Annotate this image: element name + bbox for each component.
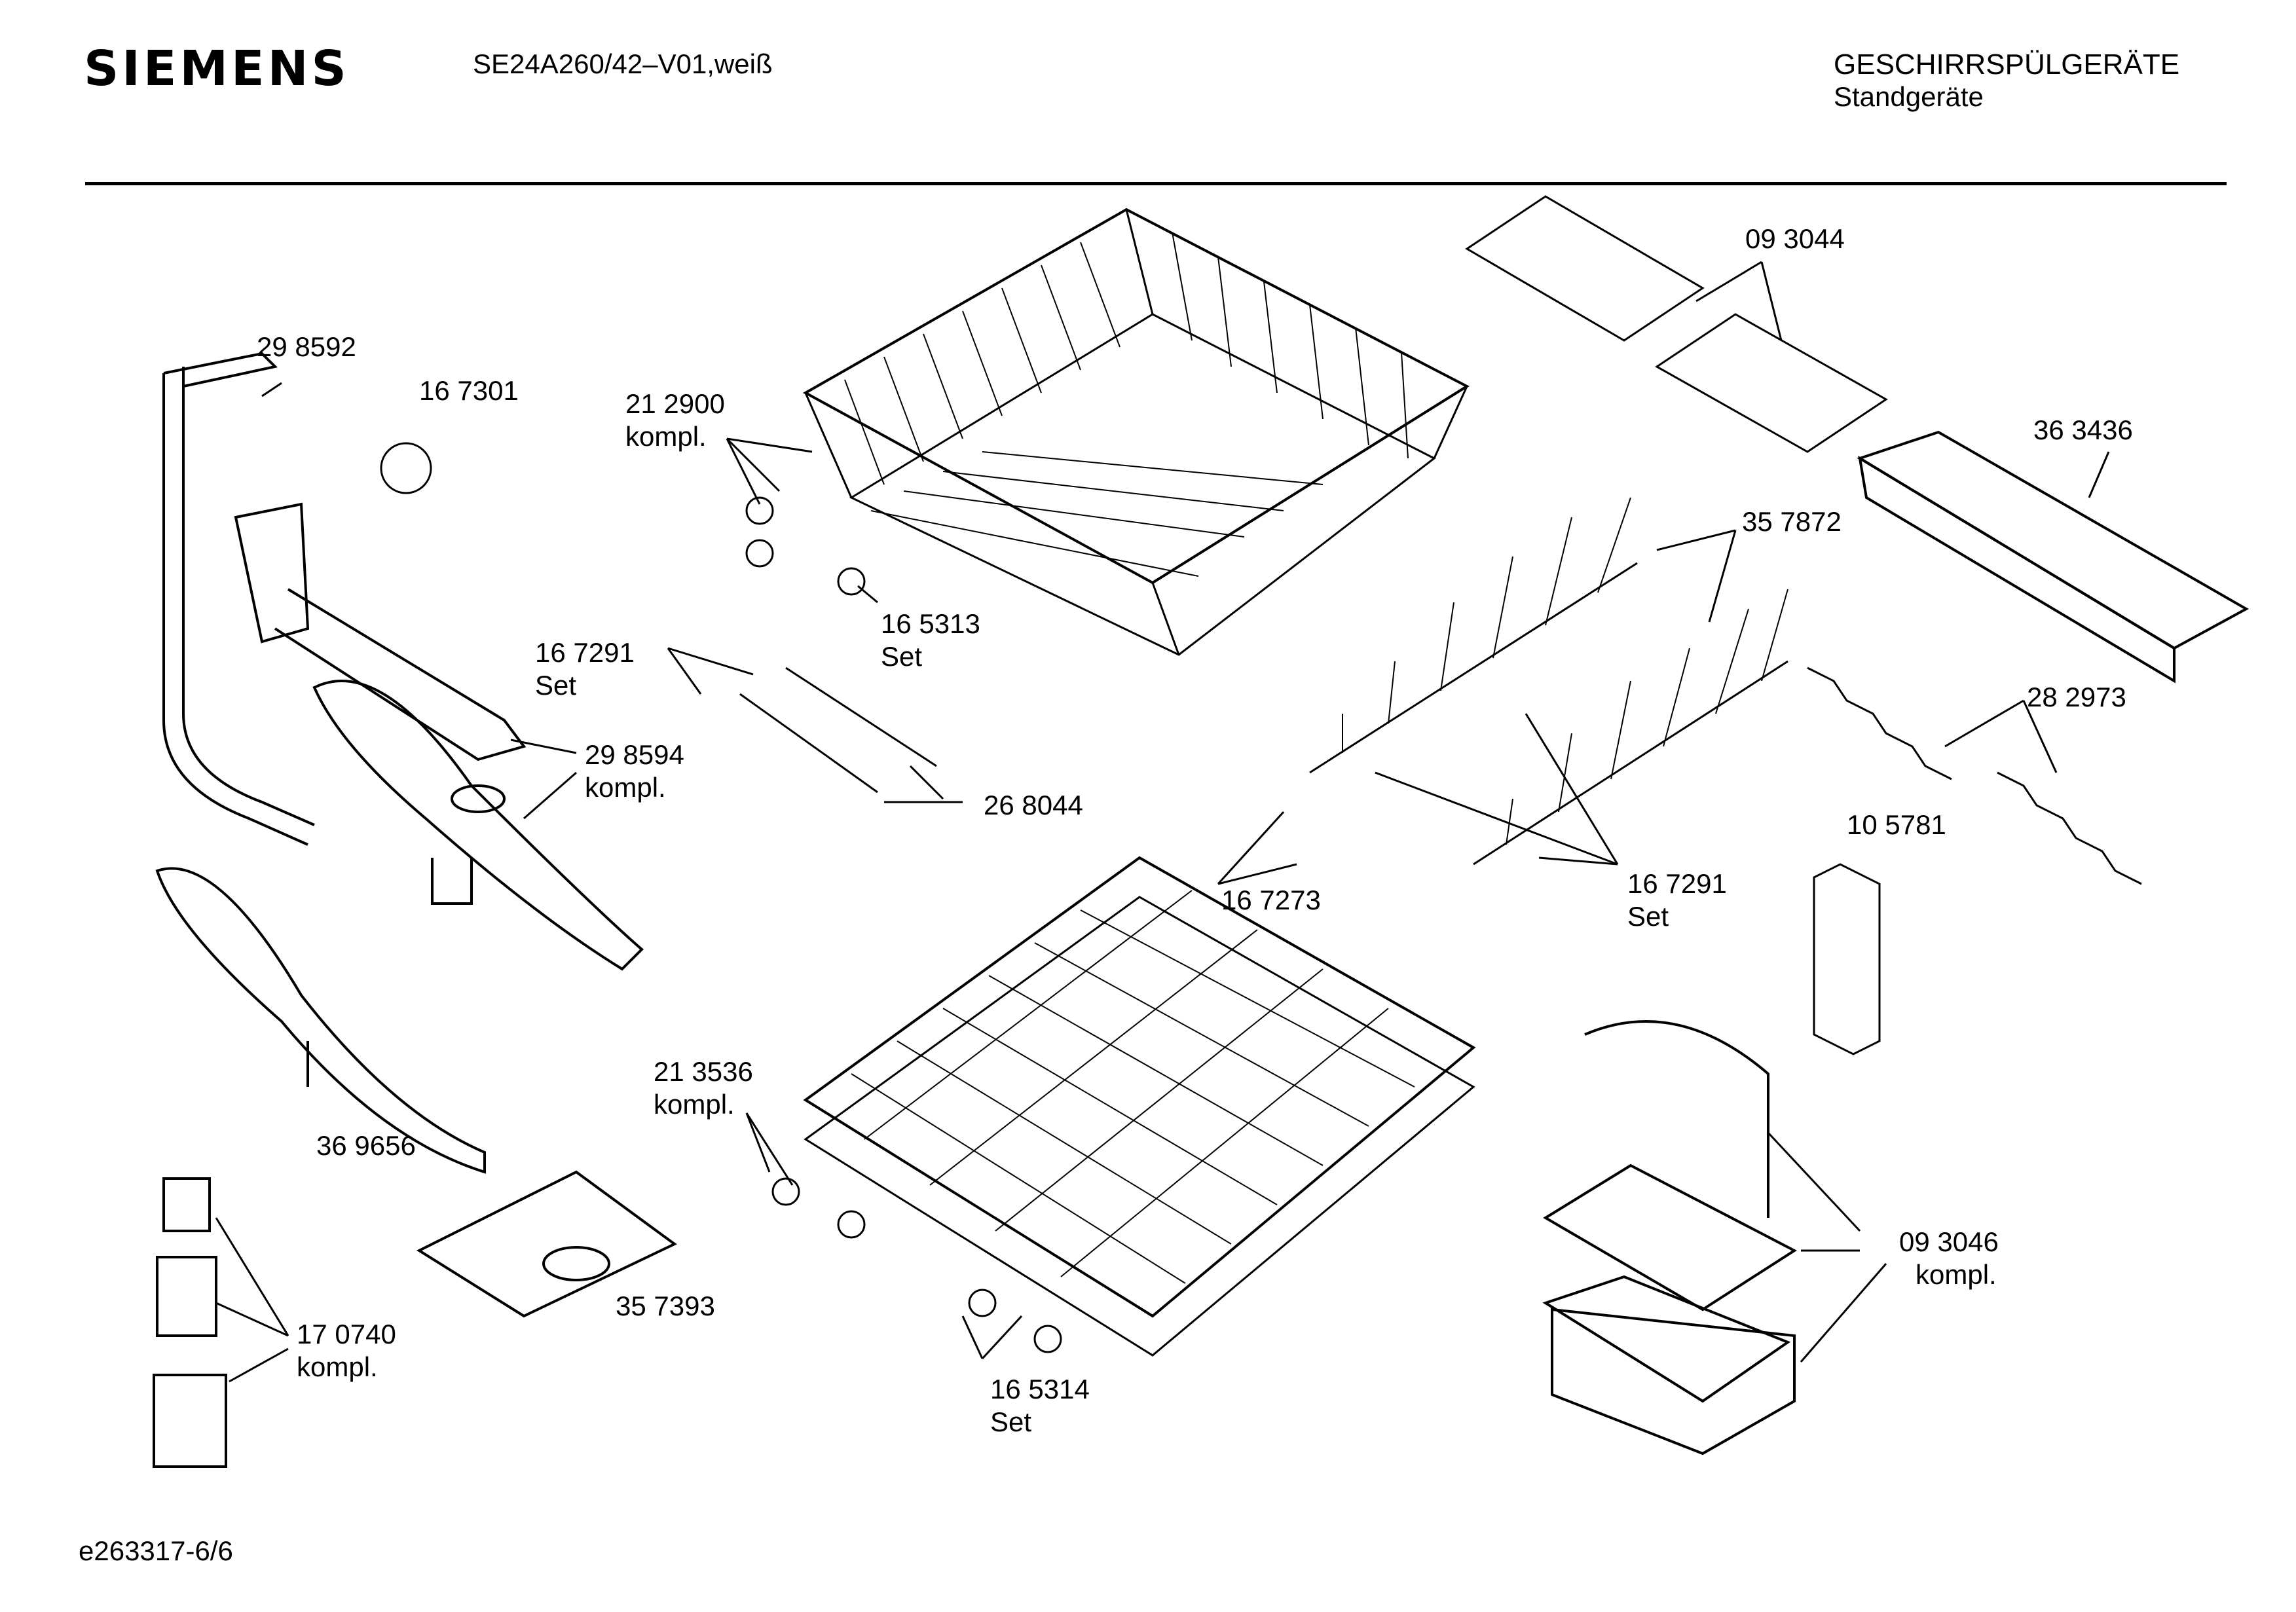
part-label-282973: 28 2973 <box>2027 682 2126 712</box>
drawing-code: e263317-6/6 <box>79 1535 233 1566</box>
cutlery-tray-grid-drawing <box>1465 195 1888 453</box>
part-label-170740-note: kompl. <box>297 1351 378 1382</box>
part-label-167291-upper: 16 7291 <box>535 637 635 668</box>
part-label-093046: 09 3046 <box>1899 1226 1999 1257</box>
cutlery-basket-drawing <box>1542 1020 1797 1456</box>
lower-spray-arm-drawing <box>155 867 486 1174</box>
upper-basket-drawing <box>745 208 1470 656</box>
part-label-357872: 35 7872 <box>1742 506 1842 537</box>
model-number: SE24A260/42–V01,weiß <box>473 48 773 79</box>
part-label-167291-upper-note: Set <box>535 670 577 701</box>
part-label-298594: 29 8594 <box>585 739 684 770</box>
stepped-holder-drawing <box>1807 667 2142 885</box>
part-label-363436: 36 3436 <box>2033 414 2133 445</box>
cutlery-tray-drawing <box>1857 430 2250 684</box>
part-label-213536: 21 3536 <box>654 1056 753 1087</box>
small-tine-rack-drawing <box>739 667 937 794</box>
part-label-167301: 16 7301 <box>419 375 519 406</box>
part-label-093046-note: kompl. <box>1916 1259 1997 1290</box>
leader-lines <box>215 261 2110 1383</box>
part-label-212900: 21 2900 <box>625 388 725 419</box>
part-label-167273: 16 7273 <box>1221 885 1321 915</box>
category-title: GESCHIRRSPÜLGERÄTE <box>1834 48 2180 81</box>
part-label-093044: 09 3044 <box>1745 223 1845 254</box>
part-label-357393: 35 7393 <box>616 1291 715 1321</box>
cutlery-box-drawing <box>1813 863 1881 1055</box>
base-plate-drawing <box>416 1170 677 1318</box>
spray-pipe-drawing <box>162 352 315 846</box>
tine-row-drawing <box>1309 497 1788 866</box>
part-label-298592: 29 8592 <box>257 331 356 362</box>
brand-logo: SIEMENS <box>84 41 350 97</box>
filter-set-drawing <box>153 1177 227 1468</box>
part-label-268044: 26 8044 <box>984 790 1083 820</box>
part-label-213536-note: kompl. <box>654 1089 735 1120</box>
filter-head-drawing <box>380 442 432 494</box>
spray-duct-drawing <box>234 502 527 761</box>
part-label-298594-note: kompl. <box>585 772 666 803</box>
part-label-165314: 16 5314 <box>990 1374 1090 1404</box>
part-label-165313: 16 5313 <box>881 608 980 639</box>
part-label-167291-lower: 16 7291 <box>1627 868 1727 899</box>
part-label-170740: 17 0740 <box>297 1319 396 1349</box>
category-subtitle: Standgeräte <box>1834 81 1984 112</box>
part-label-165313-note: Set <box>881 641 923 672</box>
part-label-167291-lower-note: Set <box>1627 901 1669 932</box>
header-divider <box>85 182 2227 185</box>
upper-spray-arm-drawing <box>312 680 644 971</box>
part-label-212900-note: kompl. <box>625 421 707 452</box>
part-label-165314-note: Set <box>990 1406 1032 1437</box>
part-label-369656: 36 9656 <box>316 1130 416 1161</box>
part-label-105781: 10 5781 <box>1847 809 1946 840</box>
lower-basket-drawing <box>771 856 1476 1357</box>
